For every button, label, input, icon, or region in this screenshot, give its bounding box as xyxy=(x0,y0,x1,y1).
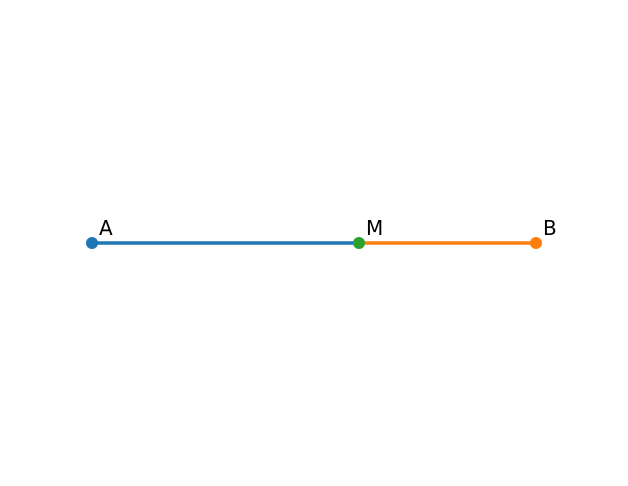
point-a xyxy=(86,237,98,249)
point-m xyxy=(353,237,365,249)
point-m-label: M xyxy=(366,216,383,240)
point-b-label: B xyxy=(543,216,557,240)
point-b xyxy=(530,237,542,249)
point-a-label: A xyxy=(99,216,113,240)
